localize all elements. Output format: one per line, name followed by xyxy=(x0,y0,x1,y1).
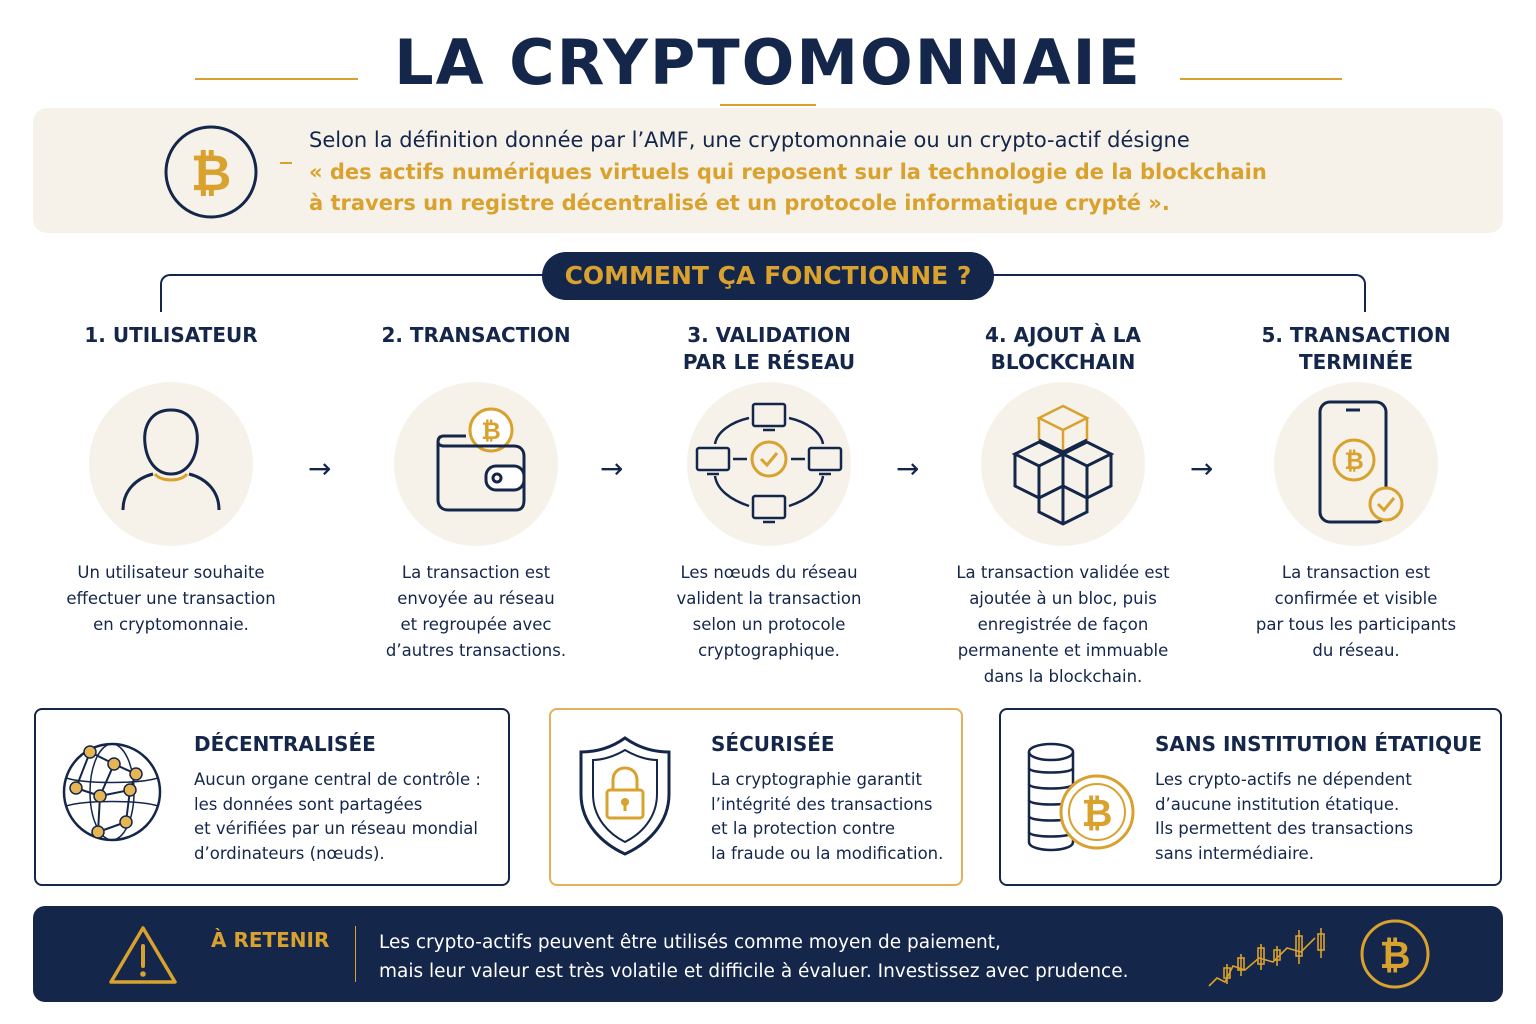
title-decor-right xyxy=(1180,78,1342,80)
svg-text:₿: ₿ xyxy=(1380,933,1411,977)
feature-card-secure: SÉCURISÉE La cryptographie garantit l’in… xyxy=(549,708,963,886)
definition-quote-line-2: à travers un registre décentralisé et un… xyxy=(309,191,1170,215)
section-heading: COMMENT ÇA FONCTIONNE ? xyxy=(542,252,994,300)
footer-banner: À RETENIR Les crypto-actifs peuvent être… xyxy=(33,906,1503,1002)
title-row: LA CRYPTOMONNAIE xyxy=(0,18,1536,108)
card-body: Les crypto-actifs ne dépendent d’aucune … xyxy=(1155,770,1414,863)
card-body: La cryptographie garantit l’intégrité de… xyxy=(711,770,944,863)
phone-confirmed-icon: ₿ xyxy=(1318,400,1404,524)
definition-box: ₿ Selon la définition donnée par l’AMF, … xyxy=(33,108,1503,233)
step-description: La transaction validée est ajoutée à un … xyxy=(956,563,1170,686)
definition-line-1: Selon la définition donnée par l’AMF, un… xyxy=(309,128,1190,152)
card-body: Aucun organe central de contrôle : les d… xyxy=(194,770,481,863)
warning-icon xyxy=(109,926,177,984)
arrow-icon: → xyxy=(896,452,920,485)
page-title: LA CRYPTOMONNAIE xyxy=(394,26,1142,99)
step-5: 5. TRANSACTION TERMINÉE ₿ La transaction… xyxy=(1211,322,1501,660)
card-title: SANS INSTITUTION ÉTATIQUE xyxy=(1155,732,1482,756)
card-title: DÉCENTRALISÉE xyxy=(194,732,376,756)
shield-lock-icon xyxy=(579,736,671,856)
bitcoin-icon: ₿ xyxy=(164,125,258,219)
feature-card-no-institution: ₿ SANS INSTITUTION ÉTATIQUE Les crypto-a… xyxy=(999,708,1502,886)
step-4: 4. AJOUT À LA BLOCKCHAIN La transaction … xyxy=(918,322,1208,686)
step-icon-circle xyxy=(89,382,253,546)
arrow-icon: → xyxy=(1190,452,1214,485)
step-3: 3. VALIDATION PAR LE RÉSEAU Les nœuds du… xyxy=(624,322,914,660)
arrow-icon: → xyxy=(308,452,332,485)
step-icon-circle xyxy=(687,382,851,546)
svg-text:₿: ₿ xyxy=(481,417,501,445)
step-1: 1. UTILISATEUR Un utilisateur souhaite e… xyxy=(26,322,316,634)
definition-quote-line-1: « des actifs numériques virtuels qui rep… xyxy=(309,160,1267,184)
coins-stack-icon: ₿ xyxy=(1027,742,1135,852)
blocks-icon xyxy=(1011,404,1115,526)
svg-text:₿: ₿ xyxy=(1344,447,1364,475)
candlestick-chart-icon xyxy=(1208,928,1325,987)
network-validation-icon xyxy=(695,402,843,524)
globe-network-icon xyxy=(62,742,162,842)
step-title: 3. VALIDATION PAR LE RÉSEAU xyxy=(682,323,856,374)
step-icon-circle: ₿ xyxy=(394,382,558,546)
step-description: Les nœuds du réseau valident la transact… xyxy=(676,563,862,660)
step-2: 2. TRANSACTION ₿ La transaction est envo… xyxy=(331,322,621,660)
bitcoin-icon: ₿ xyxy=(1360,919,1430,989)
footer-title: À RETENIR xyxy=(211,928,330,952)
footer-text: Les crypto-actifs peuvent être utilisés … xyxy=(379,932,1129,982)
svg-text:₿: ₿ xyxy=(1082,791,1113,835)
feature-card-decentralized: DÉCENTRALISÉE Aucun organe central de co… xyxy=(34,708,510,886)
svg-text:₿: ₿ xyxy=(191,144,232,202)
step-description: La transaction est confirmée et visible … xyxy=(1255,563,1457,660)
card-title: SÉCURISÉE xyxy=(711,732,835,756)
definition-dash xyxy=(280,162,292,164)
footer-separator xyxy=(355,926,356,982)
step-icon-circle xyxy=(981,382,1145,546)
wallet-bitcoin-icon: ₿ xyxy=(436,407,526,512)
step-description: Un utilisateur souhaite effectuer une tr… xyxy=(66,563,276,634)
step-icon-circle: ₿ xyxy=(1274,382,1438,546)
step-title: 4. AJOUT À LA BLOCKCHAIN xyxy=(985,323,1141,374)
arrow-icon: → xyxy=(600,452,624,485)
step-title: 5. TRANSACTION TERMINÉE xyxy=(1261,323,1451,374)
step-title: 2. TRANSACTION xyxy=(381,323,571,347)
user-icon xyxy=(121,408,221,511)
title-underline xyxy=(720,104,816,106)
title-decor-left xyxy=(195,78,358,80)
step-title: 1. UTILISATEUR xyxy=(84,323,258,347)
step-description: La transaction est envoyée au réseau et … xyxy=(385,563,567,660)
